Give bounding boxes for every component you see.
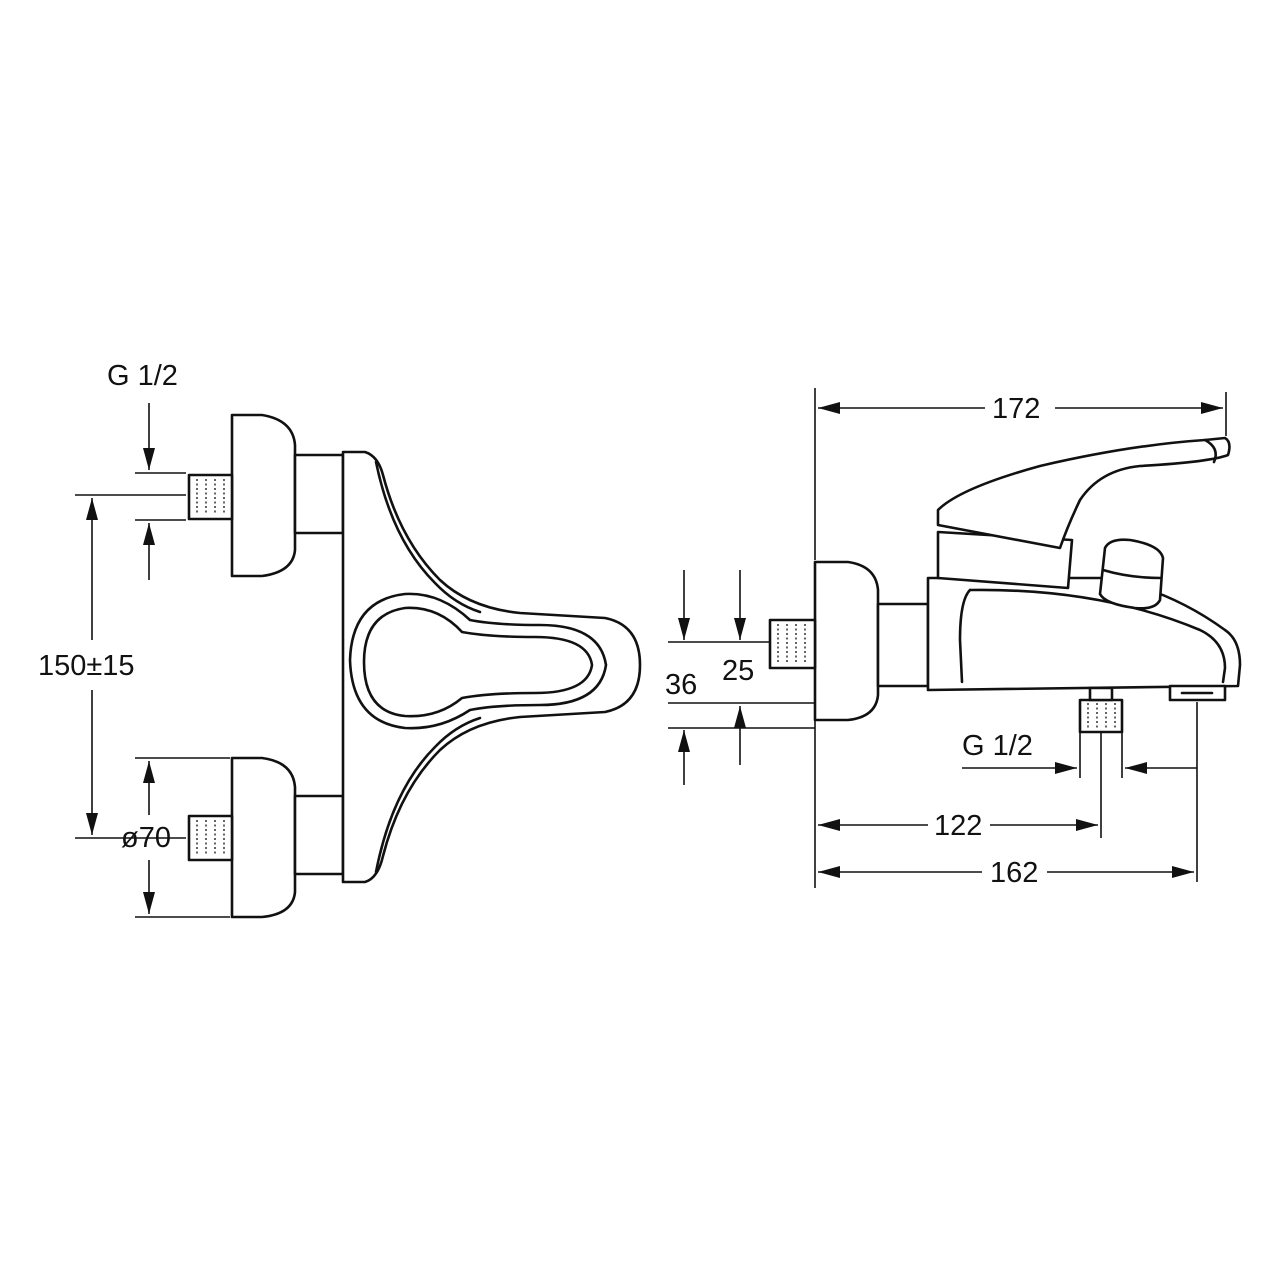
side-view bbox=[768, 436, 1242, 734]
upper-thread-nipple bbox=[187, 473, 234, 521]
side-connector bbox=[876, 602, 930, 688]
upper-rosette bbox=[230, 413, 297, 578]
side-body bbox=[926, 576, 1242, 692]
side-lever bbox=[936, 436, 1231, 550]
side-thread-nipple bbox=[768, 618, 817, 670]
front-dimensions: G 1/2 150±15 ø70 bbox=[38, 360, 230, 918]
shower-outlet bbox=[1078, 698, 1124, 734]
outlet-thread-label: G 1/2 bbox=[962, 730, 1033, 762]
outlet-distance-label: 122 bbox=[934, 810, 982, 842]
lower-arm bbox=[293, 794, 345, 876]
center-distance-label: 150±15 bbox=[38, 650, 135, 682]
handle-ring bbox=[348, 592, 608, 730]
rosette-diameter-label: ø70 bbox=[121, 822, 171, 854]
side-rosette bbox=[813, 560, 880, 722]
height-outer-label: 36 bbox=[665, 669, 697, 701]
height-inner-label: 25 bbox=[722, 655, 754, 687]
upper-arm bbox=[293, 453, 345, 535]
mixer-body bbox=[341, 450, 642, 884]
overall-length-label: 172 bbox=[992, 393, 1040, 425]
side-dimensions: 172 36 25 G 1/2 122 bbox=[665, 388, 1227, 889]
lower-rosette bbox=[230, 756, 297, 919]
spout-distance-label: 162 bbox=[990, 857, 1038, 889]
front-view bbox=[187, 413, 642, 919]
lower-thread-nipple bbox=[187, 814, 234, 862]
diverter-knob bbox=[1098, 538, 1165, 610]
front-thread-label: G 1/2 bbox=[107, 360, 178, 392]
lever-contour bbox=[374, 460, 482, 614]
